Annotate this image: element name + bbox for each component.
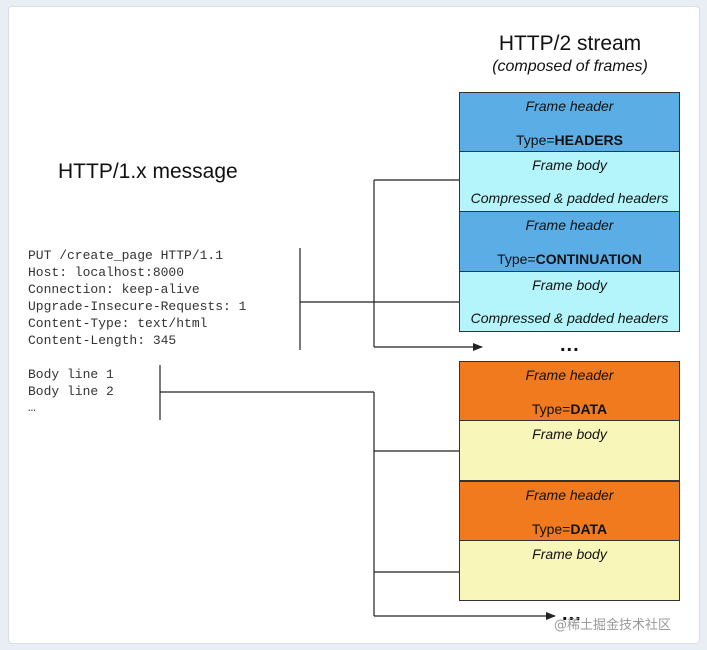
frames-ellipsis: ... (560, 334, 580, 356)
frame-header-label: Frame header (525, 367, 614, 383)
message-header-line: Content-Length: 345 (28, 333, 177, 348)
frame-body-continuation: Frame body Compressed & padded headers (459, 272, 680, 332)
frame-header-headers: Frame header Type=HEADERS (459, 92, 680, 152)
frame-type-value: HEADERS (554, 132, 623, 148)
frame-type: Type=DATA (460, 401, 679, 417)
frame-body-label: Frame body (532, 277, 607, 293)
frame-body-detail: Compressed & padded headers (470, 190, 669, 206)
frame-type-prefix: Type= (531, 521, 571, 537)
frame-type: Type=DATA (460, 521, 679, 537)
frame-type-prefix: Type= (531, 401, 571, 417)
frame-body-detail: Compressed & padded headers (470, 310, 669, 326)
frame-body-label: Frame body (532, 546, 607, 562)
message-body-line: Body line 1 (28, 367, 114, 382)
frame-header-continuation: Frame header Type=CONTINUATION (459, 212, 680, 272)
message-header-line: Host: localhost:8000 (28, 265, 185, 280)
frame-type-value: DATA (570, 521, 608, 537)
frame-header-data: Frame header Type=DATA (459, 361, 680, 421)
frame-type-prefix: Type= (497, 251, 536, 267)
message-header-line: Upgrade-Insecure-Requests: 1 (28, 299, 247, 314)
message-header-line: Connection: keep-alive (28, 282, 200, 297)
frame-header-label: Frame header (525, 487, 614, 503)
frame-type: Type=HEADERS (460, 132, 679, 148)
stream-title: HTTP/2 stream (498, 32, 642, 55)
frame-header-label: Frame header (525, 98, 614, 114)
watermark: @稀土掘金技术社区 (554, 618, 672, 633)
stream-subtitle: (composed of frames) (492, 58, 648, 75)
frame-body-label: Frame body (532, 426, 607, 442)
frame-body-headers: Frame body Compressed & padded headers (459, 152, 680, 212)
frame-type-value: CONTINUATION (535, 251, 642, 267)
frame-type-prefix: Type= (516, 132, 555, 148)
frame-body-label: Frame body (532, 157, 607, 173)
message-title: HTTP/1.x message (58, 160, 238, 183)
frame-type-value: DATA (570, 401, 608, 417)
message-body-line: Body line 2 (28, 384, 114, 399)
message-body-line: … (28, 400, 36, 415)
frame-header-label: Frame header (525, 217, 614, 233)
frame-header-data: Frame header Type=DATA (459, 481, 680, 541)
message-header-line: PUT /create_page HTTP/1.1 (28, 248, 224, 263)
frame-body-data: Frame body (459, 541, 680, 601)
frame-type: Type=CONTINUATION (460, 251, 679, 267)
message-header-line: Content-Type: text/html (28, 316, 208, 331)
frames-ellipsis: ... (562, 603, 582, 625)
frame-body-data: Frame body (459, 421, 680, 481)
